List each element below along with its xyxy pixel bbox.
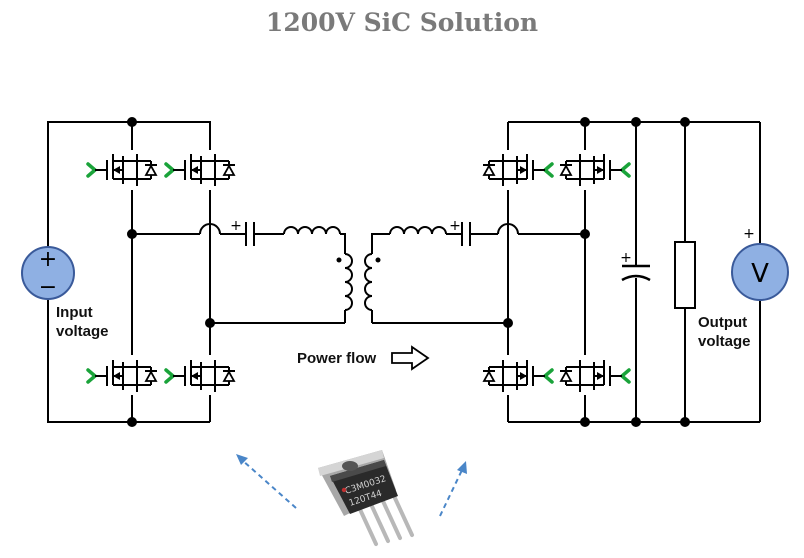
right-resonant-tank: + [364, 218, 585, 324]
output-voltmeter: V + [731, 226, 789, 301]
cap-plus-left: + [230, 218, 242, 234]
voltmeter-plus: + [743, 226, 755, 242]
right-mosfet-bottom-2 [558, 358, 631, 394]
left-mosfet-bottom-2 [164, 358, 237, 394]
input-label-line2: voltage [56, 323, 109, 340]
right-mosfet-top-2 [558, 152, 631, 188]
right-mosfet-bottom-1 [481, 358, 554, 394]
output-label-line2: voltage [698, 333, 751, 350]
output-label-line1: Output [698, 314, 747, 331]
left-mosfet-top-1 [86, 152, 159, 188]
cap-plus-right: + [449, 218, 461, 234]
voltmeter-letter: V [751, 259, 769, 289]
sic-mosfet-package-image: C3M0032 120T44 [318, 450, 414, 546]
output-capacitor: + [620, 250, 651, 282]
source-minus-sign: − [39, 275, 57, 300]
load-resistor [674, 241, 696, 309]
left-bridge [47, 117, 345, 427]
right-bridge [503, 117, 761, 427]
right-mosfet-top-1 [481, 152, 554, 188]
out-cap-plus: + [620, 250, 632, 266]
power-flow-arrow [391, 345, 430, 371]
left-resonant-tank: + [230, 218, 353, 323]
arrow-to-left-bridge [236, 454, 297, 509]
power-flow-label: Power flow [297, 350, 377, 367]
input-voltage-source: + − [21, 246, 75, 300]
input-label-line1: Input [56, 304, 93, 321]
left-mosfet-top-2 [164, 152, 237, 188]
source-plus-sign: + [39, 247, 57, 272]
left-mosfet-bottom-1 [86, 358, 159, 394]
page-title: 1200V SiC Solution [265, 8, 539, 37]
arrow-to-right-bridge [439, 461, 467, 517]
